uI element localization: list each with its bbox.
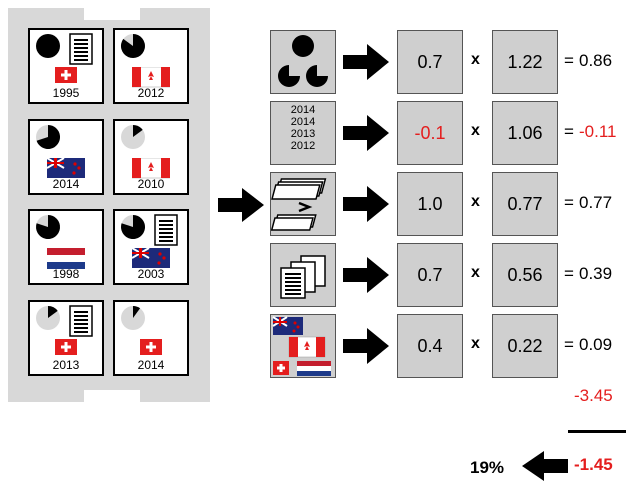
row-weight: 1.22: [492, 30, 558, 94]
country-card: 2013: [28, 300, 104, 376]
country-flags-icon: [272, 316, 331, 376]
panel-notch-top: [84, 8, 140, 20]
row-arrow-icon: [343, 328, 389, 364]
pie-icon: [121, 305, 145, 330]
percent-result: 19%: [470, 458, 505, 477]
country-card: 2012: [113, 28, 189, 104]
year-stack-item: 2014: [290, 116, 316, 128]
year-stack-item: 2012: [290, 140, 316, 152]
equals-sign: =: [564, 264, 574, 283]
main-arrow-icon: [218, 188, 264, 222]
flag-icon: [132, 248, 170, 268]
total-value: -1.45: [574, 455, 613, 474]
equals-sign: =: [564, 193, 574, 212]
card-year: 2014: [52, 177, 80, 191]
money-icon-box: [270, 172, 336, 236]
equals-sign: =: [564, 51, 574, 70]
row-arrow-icon: [343, 186, 389, 222]
row-value: 0.4: [397, 314, 463, 378]
flag-icon: [132, 158, 170, 179]
panel-notch-bottom: [84, 390, 140, 402]
equals-sign: =: [564, 335, 574, 354]
pie-icon: [36, 124, 61, 149]
flag-icon: [47, 158, 85, 178]
row-result: 0.77: [579, 193, 613, 212]
sum-rule: [568, 430, 626, 433]
money-compare-icon: [270, 178, 327, 231]
row-arrow-icon: [343, 115, 389, 151]
pie-icon: [121, 214, 178, 246]
country-card: 1995: [28, 28, 104, 104]
row-value: -0.1: [397, 101, 463, 165]
card-year: 1995: [52, 86, 80, 100]
pie-icon: [36, 33, 93, 65]
row-arrow-icon: [343, 257, 389, 293]
year-stack-item: 2013: [290, 128, 316, 140]
card-year: 2014: [137, 358, 165, 372]
row-value: 0.7: [397, 30, 463, 94]
row-result: 0.39: [579, 264, 613, 283]
multiply-sign: x: [471, 264, 480, 281]
year-stack-item: 2014: [290, 104, 316, 116]
pie-icon: [36, 305, 93, 337]
flag-icon: [55, 67, 77, 83]
card-year: 2003: [137, 267, 165, 281]
flag-icon: [132, 67, 170, 88]
multiply-sign: x: [471, 335, 480, 352]
documents-icon: [280, 255, 326, 299]
country-card: 2014: [113, 300, 189, 376]
multiply-sign: x: [471, 193, 480, 210]
pie-charts-icon-box: [270, 30, 336, 94]
row-result: 0.86: [579, 51, 613, 70]
documents-icon-box: [270, 243, 336, 307]
country-card: 2010: [113, 119, 189, 195]
equals-sign: =: [564, 122, 574, 141]
row-value: 0.7: [397, 243, 463, 307]
card-year: 2010: [137, 177, 165, 191]
row-weight: 0.22: [492, 314, 558, 378]
pie-icon: [36, 214, 61, 239]
flag-icon: [55, 339, 77, 355]
row-result: 0.09: [579, 335, 613, 354]
card-year: 2012: [137, 86, 165, 100]
card-year: 1998: [52, 267, 80, 281]
pie-group-icon: [278, 35, 328, 87]
pie-icon: [120, 34, 145, 58]
row-arrow-icon: [343, 44, 389, 80]
flag-icon: [140, 339, 162, 355]
card-year: 2013: [52, 358, 80, 372]
row-weight: 1.06: [492, 101, 558, 165]
offset-value: -3.45: [574, 386, 613, 405]
row-value: 1.0: [397, 172, 463, 236]
result-arrow-icon: [522, 451, 568, 481]
multiply-sign: x: [471, 122, 480, 139]
country-card: 1998: [28, 209, 104, 285]
flag-icon: [47, 248, 85, 269]
row-result: -0.11: [579, 122, 617, 141]
row-weight: 0.77: [492, 172, 558, 236]
multiply-sign: x: [471, 51, 480, 68]
country-card: 2014: [28, 119, 104, 195]
country-card: 2003: [113, 209, 189, 285]
pie-icon: [121, 124, 145, 149]
year-stack-box: 2014 2014 2013 2012: [270, 101, 336, 165]
flags-icon-box: [270, 314, 336, 378]
row-weight: 0.56: [492, 243, 558, 307]
